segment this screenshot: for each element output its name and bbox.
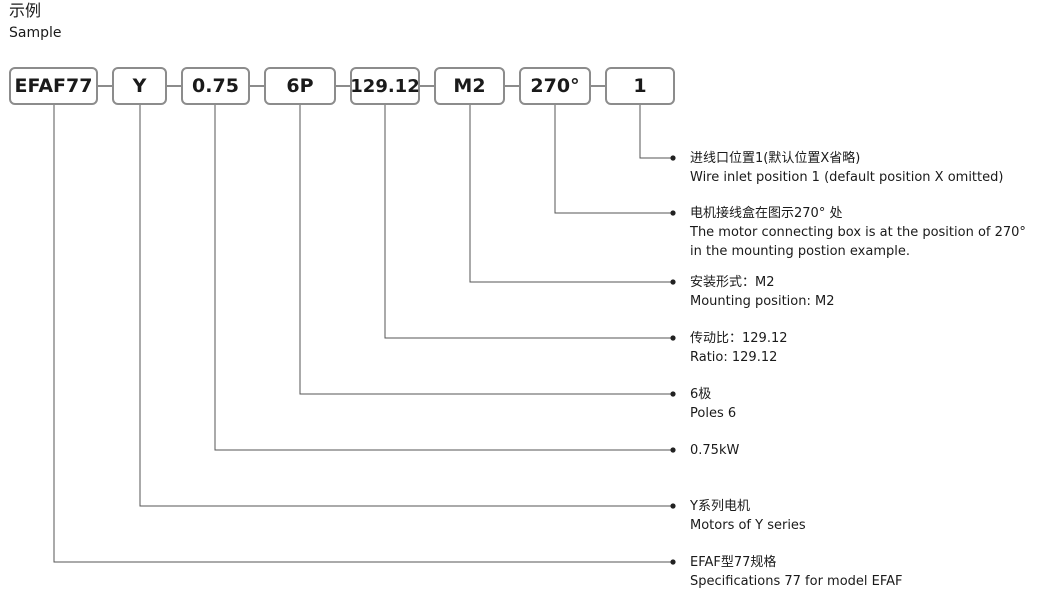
desc-poles-en: Poles 6 — [690, 406, 737, 421]
leader-line-poles — [299, 105, 673, 395]
code-box-motor-series: Y — [112, 67, 167, 105]
leader-line-box-position — [554, 105, 673, 214]
leader-dot — [670, 503, 676, 509]
desc-box-position-cn: 电机接线盒在图示270° 处 — [690, 206, 843, 221]
leader-dot — [670, 155, 676, 161]
code-box-ratio: 129.12 — [350, 67, 420, 105]
leader-dot — [670, 559, 676, 565]
desc-inlet-cn: 进线口位置1(默认位置X省略) — [690, 151, 861, 166]
leader-line-mounting — [469, 105, 673, 283]
leader-line-power — [214, 105, 673, 451]
desc-motor-en: Motors of Y series — [690, 518, 806, 533]
title-chinese: 示例 — [9, 1, 42, 20]
leader-dot — [670, 210, 676, 216]
code-box-poles: 6P — [264, 67, 336, 105]
desc-mounting-cn: 安装形式：M2 — [690, 275, 775, 290]
code-box-inlet: 1 — [605, 67, 675, 105]
desc-motor-cn: Y系列电机 — [690, 499, 750, 514]
leader-dot — [670, 447, 676, 453]
leader-line-spec — [53, 105, 673, 563]
desc-poles-cn: 6极 — [690, 387, 712, 402]
code-box-angle: 270° — [519, 67, 591, 105]
desc-mounting-en: Mounting position: M2 — [690, 294, 835, 309]
desc-mounting: 安装形式：M2 Mounting position: M2 — [690, 273, 834, 311]
desc-box-position-en2: in the mounting postion example. — [690, 244, 910, 259]
desc-ratio-cn: 传动比：129.12 — [690, 331, 788, 346]
desc-ratio: 传动比：129.12 Ratio: 129.12 — [690, 329, 788, 367]
desc-power: 0.75kW — [690, 441, 739, 460]
desc-inlet: 进线口位置1(默认位置X省略) Wire inlet position 1 (d… — [690, 149, 1003, 187]
desc-spec-cn: EFAF型77规格 — [690, 555, 777, 570]
desc-motor: Y系列电机 Motors of Y series — [690, 497, 806, 535]
desc-box-position-en: The motor connecting box is at the posit… — [690, 225, 1026, 240]
leader-line-ratio — [384, 105, 673, 339]
leader-dot — [670, 391, 676, 397]
leader-line-motor — [139, 105, 673, 507]
leader-line-inlet — [639, 105, 673, 159]
code-box-mounting: M2 — [434, 67, 505, 105]
title-english: Sample — [9, 25, 62, 41]
code-box-power: 0.75 — [181, 67, 250, 105]
desc-box-position: 电机接线盒在图示270° 处 The motor connecting box … — [690, 204, 1026, 261]
desc-spec: EFAF型77规格 Specifications 77 for model EF… — [690, 553, 903, 591]
leader-dot — [670, 335, 676, 341]
desc-ratio-en: Ratio: 129.12 — [690, 350, 778, 365]
desc-inlet-en: Wire inlet position 1 (default position … — [690, 170, 1004, 185]
desc-spec-en: Specifications 77 for model EFAF — [690, 574, 903, 589]
code-box-model: EFAF77 — [9, 67, 98, 105]
leader-dot — [670, 279, 676, 285]
desc-power-cn: 0.75kW — [690, 443, 740, 458]
desc-poles: 6极 Poles 6 — [690, 385, 736, 423]
